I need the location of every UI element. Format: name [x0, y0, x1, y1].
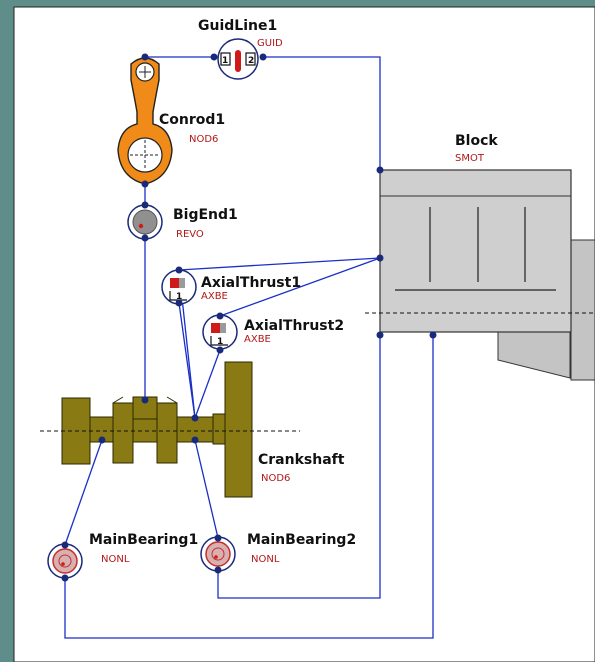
node-mb1-bottom[interactable] — [61, 574, 69, 582]
block-side-plate-icon — [570, 239, 595, 381]
center-lines — [40, 312, 595, 432]
node-bigend-top[interactable] — [141, 201, 149, 209]
axial1-red-block-icon — [170, 278, 179, 288]
node-axial1-bottom[interactable] — [175, 299, 183, 307]
bigend-pin-icon — [138, 223, 144, 229]
mb2-label: MainBearing2 — [247, 532, 356, 548]
mb2-bearing-icon — [205, 541, 231, 567]
node-axial2-top[interactable] — [216, 312, 224, 320]
node-guid-right[interactable] — [259, 53, 267, 61]
node-crank-left[interactable] — [98, 436, 106, 444]
mb2-inner-ring-icon — [211, 547, 225, 561]
bigend-component[interactable]: BigEnd1 REVO — [127, 204, 238, 240]
bigend-label: BigEnd1 — [173, 207, 238, 223]
axial1-grey-block-icon — [179, 278, 185, 288]
conrod-component[interactable]: Conrod1 NOD6 — [117, 57, 225, 185]
axial1-type: AXBE — [201, 291, 228, 302]
bigend-bearing-icon — [132, 209, 158, 235]
axial-thrust-1-component[interactable]: 1 AxialThrust1 AXBE — [161, 269, 301, 305]
block-label: Block — [455, 133, 498, 149]
conrod-type: NOD6 — [189, 134, 218, 145]
mb2-type: NONL — [251, 554, 280, 565]
block-component[interactable]: Block SMOT — [379, 133, 595, 381]
guid-type: GUID — [257, 38, 283, 49]
wire-axial2-block[interactable] — [219, 257, 381, 317]
guid-pin-2: 2 — [248, 56, 254, 66]
node-block-top[interactable] — [376, 166, 384, 174]
mb1-label: MainBearing1 — [89, 532, 198, 548]
node-axial2-bottom[interactable] — [216, 346, 224, 354]
node-crank-center-top[interactable] — [191, 414, 199, 422]
node-crank-center-bottom[interactable] — [191, 436, 199, 444]
axial2-type: AXBE — [244, 334, 271, 345]
guid-bracket-left-icon — [220, 52, 231, 66]
node-conrod-bottom[interactable] — [141, 180, 149, 188]
wire-block-mb2[interactable] — [217, 335, 381, 599]
crankshaft-type: NOD6 — [261, 473, 290, 484]
node-crank-pin[interactable] — [141, 396, 149, 404]
crank-web-2-icon — [156, 402, 178, 464]
crankshaft-label: Crankshaft — [258, 452, 345, 468]
axial2-red-block-icon — [211, 323, 220, 333]
node-mb2-top[interactable] — [214, 534, 222, 542]
node-conrod-top[interactable] — [141, 53, 149, 61]
mb1-bearing-icon — [52, 548, 78, 574]
guid-pin-1: 1 — [222, 56, 228, 66]
mb1-inner-ring-icon — [58, 554, 72, 568]
axial2-label: AxialThrust2 — [244, 318, 344, 334]
crank-flywheel-icon — [224, 361, 253, 498]
mb2-pin-icon — [214, 555, 218, 559]
main-bearing-2-component[interactable]: MainBearing2 NONL — [200, 532, 356, 572]
connection-wires — [64, 56, 434, 639]
wire-crank-mb2[interactable] — [194, 439, 219, 539]
node-block-side[interactable] — [376, 254, 384, 262]
wire-crank-mb1[interactable] — [64, 439, 103, 546]
mb1-pin-icon — [61, 562, 65, 566]
wire-guid-block[interactable] — [263, 56, 381, 170]
node-block-bottom-right[interactable] — [429, 331, 437, 339]
guid-label: GuidLine1 — [198, 18, 277, 34]
crank-collar-icon — [212, 413, 226, 445]
guid-bracket-right-icon — [245, 52, 256, 66]
wire-axial1-block[interactable] — [178, 257, 381, 271]
guidline-component[interactable]: 1 2 GuidLine1 GUID — [198, 18, 283, 80]
node-mb1-top[interactable] — [61, 541, 69, 549]
block-body-icon — [379, 169, 572, 333]
node-guid-left[interactable] — [210, 53, 218, 61]
axial1-label: AxialThrust1 — [201, 275, 301, 291]
axial2-grey-block-icon — [220, 323, 226, 333]
node-mb2-bottom[interactable] — [214, 566, 222, 574]
mb1-type: NONL — [101, 554, 130, 565]
bigend-type: REVO — [176, 229, 204, 240]
node-axial1-top[interactable] — [175, 266, 183, 274]
axial1-marker: 1 — [176, 292, 182, 302]
connection-nodes — [61, 53, 437, 582]
crank-web-1-icon — [112, 402, 134, 464]
wire-block-mb1[interactable] — [64, 335, 434, 639]
axial2-marker: 1 — [217, 337, 223, 347]
main-bearing-1-component[interactable]: MainBearing1 NONL — [47, 532, 198, 579]
wire-axial2-crank[interactable] — [194, 349, 221, 419]
guid-link-icon — [235, 50, 241, 72]
conrod-label: Conrod1 — [159, 112, 225, 128]
block-type: SMOT — [455, 153, 485, 164]
node-block-bottom-left[interactable] — [376, 331, 384, 339]
node-bigend-bottom[interactable] — [141, 234, 149, 242]
